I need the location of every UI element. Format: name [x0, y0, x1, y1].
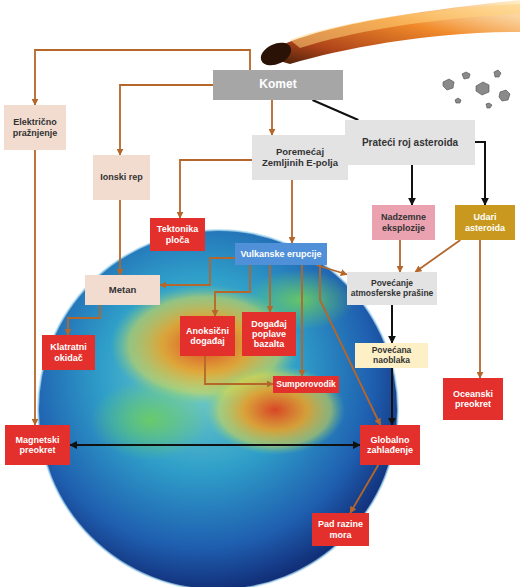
earth-globe [38, 230, 398, 587]
causal-arrow [399, 240, 401, 272]
earth-landmass [90, 380, 210, 460]
comet-tail [262, 0, 520, 64]
causal-arrow [479, 240, 481, 378]
causal-arrow [301, 265, 303, 376]
asteroid [486, 103, 492, 108]
node-label: Vulkanske erupcije [240, 249, 321, 259]
causal-arrow [475, 142, 485, 205]
process-box: Tektonika ploča [150, 218, 205, 251]
causal-arrow [120, 85, 213, 155]
earth-sphere [38, 230, 398, 587]
node-label: Komet [259, 78, 296, 91]
process-box: Ionski rep [93, 155, 150, 200]
process-box: Poremećaj Zemljinih E-polja [252, 135, 348, 180]
earth-landmass [205, 365, 345, 455]
causal-arrow [68, 305, 100, 335]
node-label: Tektonika ploča [153, 224, 202, 244]
causal-arrow [119, 200, 121, 275]
earth-rim [38, 230, 398, 587]
process-box: Udari asteroida [455, 205, 515, 240]
node-label: Prateći roj asteroida [362, 137, 458, 148]
process-box: Globalno zahlađenje [360, 425, 420, 465]
node-label: Pad razine mora [315, 519, 366, 539]
asteroid [462, 72, 470, 79]
asteroid [443, 79, 454, 90]
node-label: Sumporovodik [276, 380, 336, 390]
node-label: Klatratni okidač [45, 342, 92, 362]
causal-arrow [180, 160, 252, 218]
process-box: Događaj poplave bazalta [242, 312, 296, 356]
causal-arrow [215, 265, 250, 316]
causal-arrow [350, 465, 378, 513]
asteroid [476, 82, 489, 95]
asteroid [499, 90, 510, 101]
asteroid [455, 98, 461, 103]
causal-arrow [34, 150, 36, 425]
causal-arrow [269, 265, 271, 312]
causal-arrow [205, 356, 273, 384]
process-box: Klatratni okidač [42, 335, 95, 370]
process-box: Oceanski preokret [443, 378, 503, 420]
node-label: Povećanje atmosferske prašine [350, 279, 434, 298]
causal-arrow [391, 368, 393, 425]
node-label: Udari asteroida [458, 212, 512, 232]
causal-arrow [271, 100, 273, 135]
process-box: Nadzemne eksplozije [372, 205, 435, 240]
connector-group [35, 50, 485, 513]
causal-arrow [411, 165, 413, 205]
node-label: Električno pražnjenje [7, 117, 63, 137]
node-label: Poremećaj Zemljinih E-polja [255, 147, 345, 168]
causal-arrow [291, 180, 293, 243]
causal-arrow [391, 305, 393, 343]
process-box: Sumporovodik [273, 376, 339, 393]
node-label: Anoksični događaj [183, 326, 232, 346]
process-box: Prateći roj asteroida [345, 120, 475, 165]
causal-arrow [160, 258, 235, 285]
process-box: Anoksični događaj [180, 316, 235, 356]
causal-arrow [70, 444, 360, 446]
process-box: Povećana naoblaka [355, 343, 428, 368]
process-box: Vulkanske erupcije [235, 243, 327, 265]
node-label: Ionski rep [100, 172, 143, 182]
process-box: Metan [85, 275, 160, 305]
node-label: Događaj poplave bazalta [245, 319, 293, 349]
node-label: Nadzemne eksplozije [375, 212, 432, 232]
process-box: Komet [213, 70, 343, 100]
comet-illustration [257, 0, 520, 70]
process-box: Električno pražnjenje [4, 105, 66, 150]
process-box: Magnetski preokret [5, 425, 70, 465]
node-label: Globalno zahlađenje [363, 435, 417, 455]
asteroid [494, 70, 501, 77]
process-box: Povećanje atmosferske prašine [347, 272, 437, 305]
comet-tail-glow [290, 4, 520, 48]
node-label: Oceanski preokret [446, 389, 500, 409]
node-label: Metan [109, 285, 136, 296]
process-box: Pad razine mora [312, 513, 369, 546]
causal-arrow [316, 265, 347, 275]
node-label: Magnetski preokret [8, 435, 67, 455]
comet-head [257, 38, 294, 70]
causal-arrow [415, 240, 460, 272]
asteroid-swarm [443, 70, 510, 108]
node-label: Povećana naoblaka [358, 346, 425, 365]
causal-arrow [312, 100, 358, 120]
